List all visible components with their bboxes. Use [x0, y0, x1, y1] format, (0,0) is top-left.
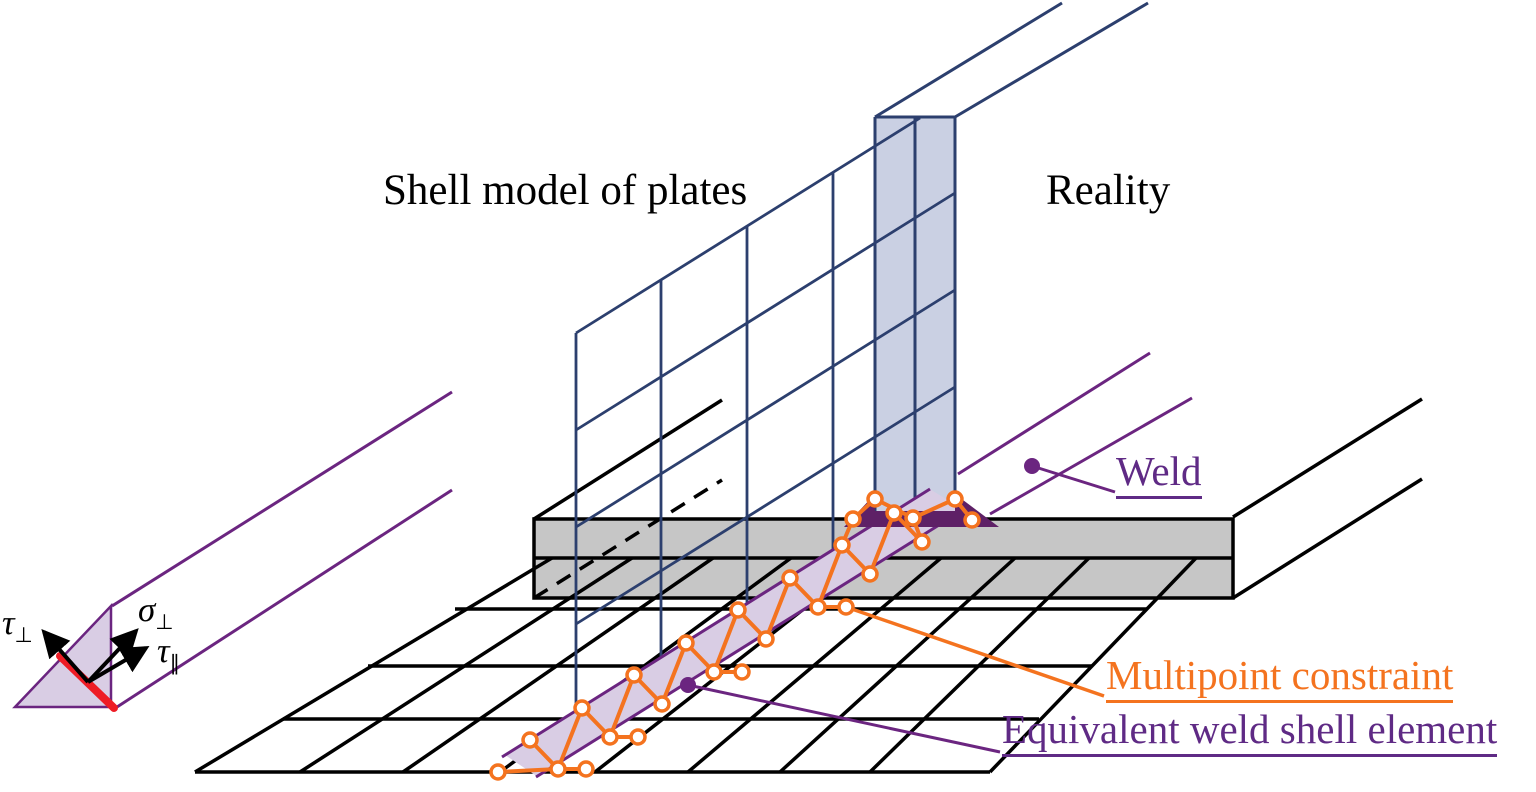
- mpc-node: [705, 663, 723, 681]
- mpc-link: [764, 577, 792, 640]
- weld-seam-extension: [989, 396, 1193, 516]
- mpc-node: [904, 509, 922, 527]
- ground-mesh-diagonal: [988, 556, 1198, 774]
- mpc-link: [608, 674, 636, 738]
- weld-seam-extension: [957, 351, 1151, 476]
- ews-leader-dot: [680, 677, 696, 693]
- tau-perpendicular-label: τ⊥: [2, 603, 33, 647]
- plate-edge-extension: [1232, 397, 1423, 519]
- ground-mesh-diagonal: [778, 556, 1017, 774]
- mpc-link: [712, 609, 740, 673]
- mpc-node: [625, 666, 643, 684]
- mpc-node: [757, 630, 775, 648]
- vertical-plate-extension: [954, 1, 1149, 119]
- mpc-node: [677, 634, 695, 652]
- mpc-link: [497, 767, 559, 774]
- tau-parallel-label: τ∥: [157, 631, 180, 675]
- ground-mesh-diagonal: [686, 556, 943, 774]
- mpc-node: [885, 504, 903, 522]
- mpc-link: [556, 707, 584, 770]
- shell-grid-horizontal: [575, 385, 956, 626]
- mpc-node: [913, 533, 931, 551]
- weld-prism-edge: [111, 390, 453, 608]
- mpc-node: [844, 510, 862, 528]
- mpc-node: [489, 763, 507, 781]
- mpc-node: [601, 728, 619, 746]
- mpc-node: [946, 490, 964, 508]
- mpc-node: [866, 490, 884, 508]
- sigma-perpendicular-label: σ⊥: [138, 590, 174, 634]
- mpc-node: [521, 731, 539, 749]
- mpc-node: [963, 511, 981, 529]
- weld-leader-line: [1031, 464, 1116, 494]
- ground-mesh-diagonal: [868, 556, 1091, 774]
- weld-seam-line: [501, 487, 931, 759]
- mpc-node: [781, 569, 799, 587]
- shell-grid-horizontal: [575, 288, 956, 529]
- shell-grid-horizontal: [575, 191, 956, 432]
- weld-prism-edge: [116, 488, 453, 709]
- mpc-node: [549, 760, 567, 778]
- shell-grid-horizontal: [575, 116, 921, 335]
- plate-hidden-edge: [533, 478, 723, 600]
- multipoint-constraint-label: Multipoint constraint: [1106, 653, 1454, 704]
- mpc-node: [577, 760, 595, 778]
- reality-title: Reality: [1046, 167, 1171, 214]
- mpc-node: [861, 565, 879, 583]
- mpc-link: [868, 512, 896, 575]
- ews-leader-line: [687, 683, 1001, 754]
- mpc-leader-line: [845, 605, 1105, 698]
- plate-edge-extension: [533, 398, 723, 521]
- mpc-node: [629, 728, 647, 746]
- mpc-node: [729, 601, 747, 619]
- weld-label: Weld: [1116, 449, 1202, 500]
- stress-arrow: [86, 645, 150, 684]
- mpc-node: [653, 695, 671, 713]
- mpc-node: [833, 536, 851, 554]
- mpc-link: [660, 642, 688, 705]
- equivalent-weld-strip: [505, 489, 963, 777]
- shell-model-title: Shell model of plates: [383, 167, 748, 214]
- mpc-node: [573, 699, 591, 717]
- mpc-node: [733, 663, 751, 681]
- ground-mesh-diagonal: [194, 556, 553, 774]
- weld-leader-dot: [1024, 458, 1040, 474]
- mpc-node: [837, 598, 855, 616]
- stress-arrow: [41, 628, 90, 684]
- equivalent-weld-shell-element-label: Equivalent weld shell element: [1002, 707, 1498, 758]
- mpc-node: [809, 598, 827, 616]
- stress-arrow: [86, 628, 139, 684]
- vertical-plate-extension: [874, 1, 1063, 119]
- plate-edge-extension: [1232, 477, 1423, 600]
- mpc-link: [816, 544, 844, 608]
